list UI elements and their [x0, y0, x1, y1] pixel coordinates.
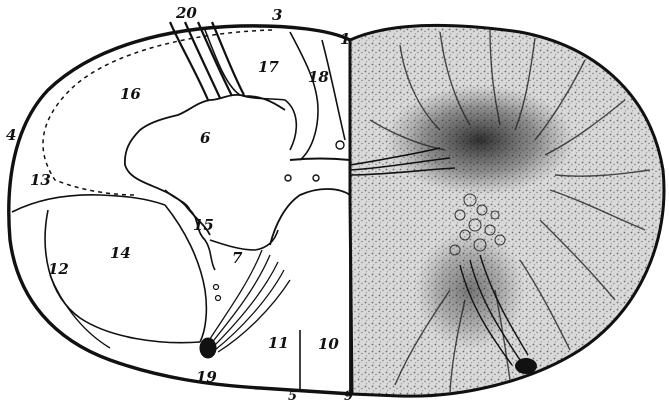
label-6: 6: [200, 129, 211, 147]
dotted-boundary: [43, 30, 272, 195]
root-19-blob: [200, 338, 216, 358]
region-17-outline: [205, 30, 296, 150]
vessel-circle-2: [313, 175, 319, 181]
label-5: 5: [288, 389, 297, 402]
region-13-outline: [12, 195, 165, 212]
label-12: 12: [48, 260, 69, 278]
right-half-histology: [350, 25, 664, 396]
label-7: 7: [232, 249, 243, 267]
label-14: 14: [110, 244, 131, 262]
anterior-horn-dark-area: [415, 230, 525, 350]
label-18: 18: [308, 68, 329, 86]
anterior-root-blob: [515, 358, 537, 374]
vessel-circle-4: [216, 296, 221, 301]
posterior-midline: [322, 40, 345, 140]
left-half-schematic: [9, 22, 352, 394]
label-10: 10: [318, 335, 339, 353]
region-7-outline: [210, 230, 278, 250]
region-12-outline: [50, 275, 110, 348]
root-line-upper: [290, 159, 350, 161]
vessel-circle-5: [336, 141, 344, 149]
label-1: 1: [340, 30, 350, 48]
posterior-horn-dark-area: [385, 85, 575, 195]
label-16: 16: [120, 85, 141, 103]
label-15: 15: [193, 216, 214, 234]
label-19: 19: [196, 368, 217, 386]
region-11-outline: [270, 189, 350, 245]
label-9: 9: [344, 389, 353, 402]
label-13: 13: [30, 171, 51, 189]
region-6-outline: [125, 95, 285, 235]
label-11: 11: [268, 334, 289, 352]
label-3: 3: [272, 6, 282, 24]
label-4: 4: [6, 126, 16, 144]
label-17: 17: [258, 58, 279, 76]
vessel-circle-3: [214, 285, 219, 290]
vessel-circle-1: [285, 175, 291, 181]
label-20: 20: [175, 4, 197, 22]
